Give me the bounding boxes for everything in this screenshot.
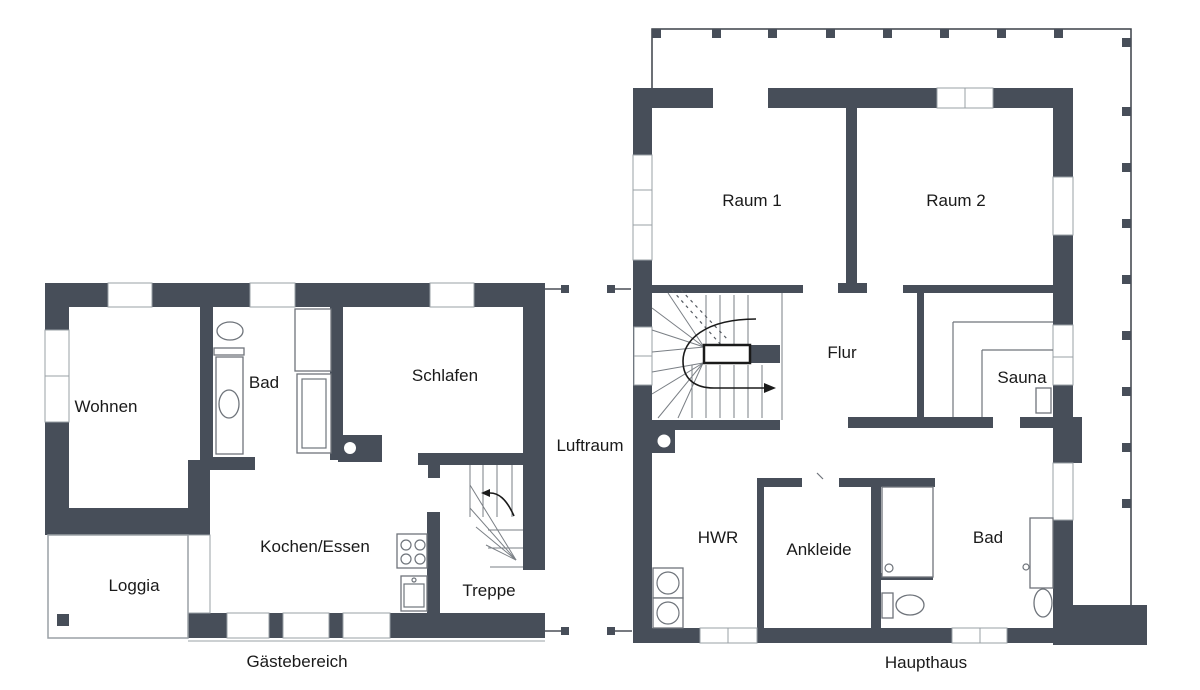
stair-direction-arrow: [682, 318, 776, 393]
window-icon: [1052, 176, 1074, 236]
hwr-fixtures: [652, 567, 684, 629]
window-icon: [187, 534, 211, 614]
door-mark: [816, 472, 824, 480]
window-icon: [632, 154, 653, 261]
window-icon: [44, 329, 70, 423]
cooktop-icon: [396, 533, 428, 569]
room-label-loggia: Loggia: [108, 576, 160, 595]
window-icon: [282, 612, 330, 639]
room-label-wohnen: Wohnen: [74, 397, 137, 416]
loggia-outline: [47, 534, 545, 642]
main-house-plan: [632, 28, 1147, 645]
plan-caption-gaestebereich: Gästebereich: [246, 652, 347, 671]
shower-icon: [881, 486, 934, 578]
washer-icon: [652, 567, 684, 599]
toilet-icon: [881, 592, 925, 619]
stair-direction-arrow: [481, 489, 515, 517]
window-icon: [226, 612, 270, 639]
room-label-raum1: Raum 1: [722, 191, 782, 210]
dryer-icon: [652, 597, 684, 629]
door-hinge-icon: [657, 434, 671, 448]
wall-opening: [713, 88, 768, 108]
kitchen-fixtures: [396, 533, 428, 612]
room-label-sauna: Sauna: [997, 368, 1047, 387]
sauna-fixtures: [952, 321, 1053, 417]
room-label-kochen-essen: Kochen/Essen: [260, 537, 370, 556]
sink-icon: [400, 575, 428, 612]
guest-windows: [44, 282, 475, 639]
room-label-flur: Flur: [827, 343, 857, 362]
window-icon: [249, 282, 296, 308]
plan-caption-haupthaus: Haupthaus: [885, 653, 967, 672]
void-label-luftraum: Luftraum: [556, 436, 623, 455]
window-icon: [699, 627, 758, 644]
window-icon: [342, 612, 391, 639]
stair-cut-line: [680, 289, 730, 342]
guest-stair: [469, 465, 523, 568]
connection-symbols: [545, 285, 632, 635]
room-label-raum2: Raum 2: [926, 191, 986, 210]
room-label-ankleide: Ankleide: [786, 540, 851, 559]
main-stair: [651, 289, 783, 448]
shelf-icon: [213, 347, 245, 356]
window-icon: [107, 282, 153, 308]
window-icon: [951, 627, 1008, 644]
window-icon: [1052, 462, 1074, 521]
room-labels: Wohnen Bad Schlafen Kochen/Essen Loggia …: [74, 191, 1047, 672]
toilet-icon: [215, 356, 244, 455]
door-hinge-icon: [344, 442, 356, 454]
window-icon: [936, 87, 994, 109]
window-icon: [429, 282, 475, 308]
washbasin-icon: [1022, 517, 1054, 618]
room-label-bad-main: Bad: [973, 528, 1003, 547]
guest-area-plan: [44, 282, 545, 642]
main-windows: [632, 87, 1074, 644]
roof-ticks: [652, 29, 1131, 508]
shower-icon: [296, 373, 332, 454]
stair-newel: [702, 343, 752, 365]
room-label-treppe: Treppe: [462, 581, 515, 600]
window-icon: [1052, 324, 1074, 386]
window-icon: [633, 326, 653, 386]
roof-outline: [651, 28, 1132, 605]
stair-cut-line: [671, 289, 723, 347]
sauna-heater-icon: [1035, 387, 1052, 414]
main-bath-fixtures: [816, 472, 1054, 619]
room-label-hwr: HWR: [698, 528, 739, 547]
guest-bath-fixtures: [213, 308, 356, 455]
room-label-bad-guest: Bad: [249, 373, 279, 392]
room-label-schlafen: Schlafen: [412, 366, 478, 385]
washbasin-icon: [216, 321, 244, 341]
cabinet-icon: [294, 308, 332, 372]
